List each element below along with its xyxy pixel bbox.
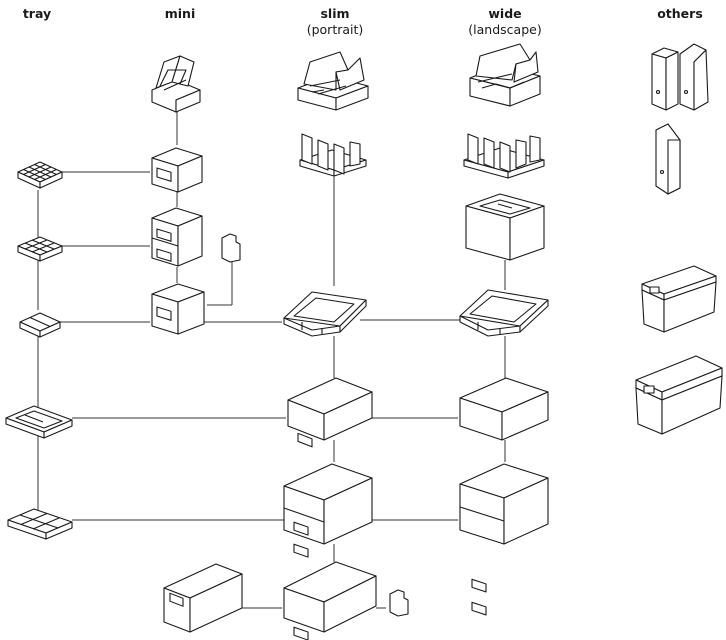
wide-letter-tray	[459, 289, 549, 337]
slim-desk-organizer	[297, 51, 369, 111]
column-subtitle: (portrait)	[306, 22, 364, 37]
connector-lines	[37, 112, 506, 609]
tray-16-compartment	[17, 161, 63, 189]
column-header-mini: mini	[150, 6, 210, 22]
index-card-box-small	[641, 265, 717, 333]
slim-1-drawer	[287, 377, 373, 448]
tray-6-compartment	[7, 508, 73, 540]
column-title: tray	[22, 6, 52, 21]
mini-cube-drawer	[151, 283, 205, 335]
slim-letter-tray	[283, 291, 367, 337]
wide-file-sorter	[463, 133, 545, 179]
index-card-box-large	[635, 355, 723, 435]
magazine-file-single	[655, 123, 681, 195]
wide-storage-box	[465, 193, 545, 261]
column-header-slim: slim (portrait)	[290, 6, 380, 38]
tray-9-compartment	[17, 236, 63, 262]
slim-file-sorter	[299, 133, 367, 177]
slim-2-drawer	[283, 463, 373, 558]
column-subtitle: (landscape)	[468, 22, 542, 37]
slim-deep-drawer	[283, 561, 377, 640]
wide-desk-organizer	[469, 43, 541, 107]
column-title: slim	[320, 6, 350, 21]
column-header-tray: tray	[12, 6, 62, 22]
mini-desk-organizer	[151, 55, 201, 113]
column-header-others: others	[640, 6, 720, 22]
column-title: mini	[164, 6, 196, 21]
mini-divider-card	[221, 233, 241, 263]
magazine-file-double	[651, 43, 709, 111]
tray-2-compartment	[19, 312, 61, 338]
tray-pen-long	[5, 405, 73, 439]
column-header-wide: wide (landscape)	[455, 6, 555, 38]
slim-divider-card	[389, 589, 409, 617]
column-title: wide	[488, 6, 522, 21]
wide-2-drawer	[459, 463, 549, 616]
mini-2-drawer	[151, 207, 203, 267]
column-title: others	[657, 6, 703, 21]
mini-1-drawer	[151, 147, 203, 193]
slim-deep-drawer-long	[163, 563, 243, 633]
